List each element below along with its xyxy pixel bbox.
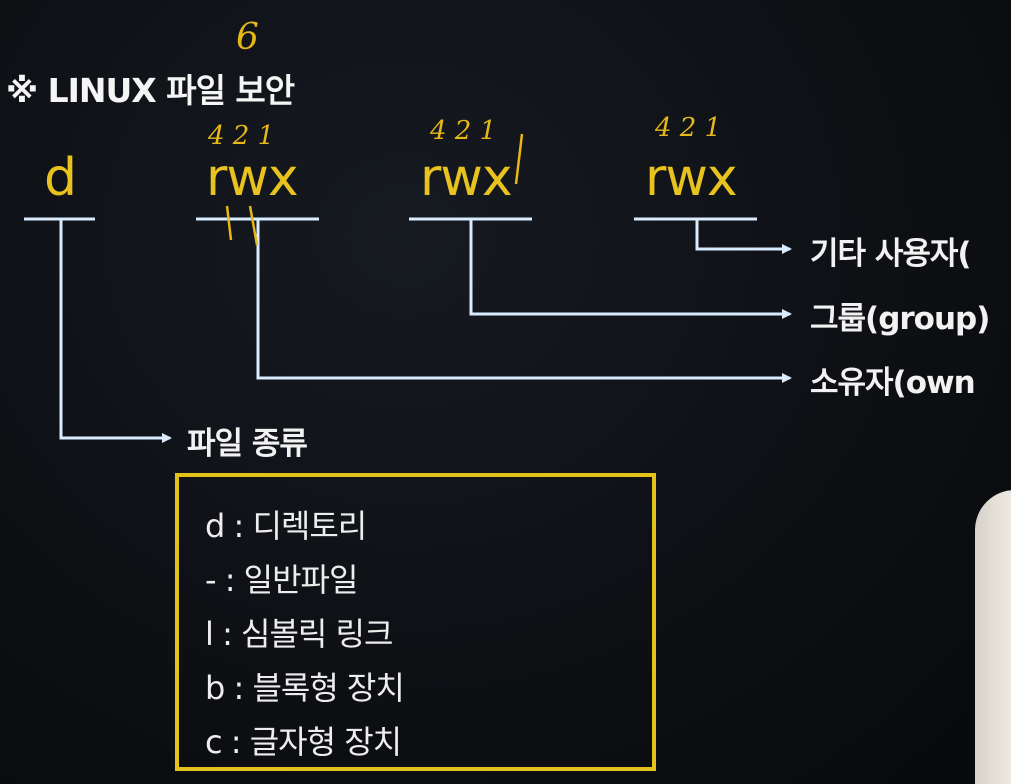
presenter-silhouette bbox=[975, 490, 1011, 784]
label-group: 그룹(group) bbox=[810, 301, 990, 337]
handwritten-tick-group bbox=[514, 133, 524, 185]
legend-item-regular-file: - : 일반파일 bbox=[205, 561, 358, 599]
label-others: 기타 사용자( bbox=[810, 236, 972, 272]
file-type-legend: d : 디렉토리 - : 일반파일 l : 심볼릭 링크 b : 블록형 장치 … bbox=[175, 473, 656, 771]
connector-owner bbox=[256, 219, 792, 383]
connector-file-type bbox=[59, 219, 172, 443]
file-type-char: d bbox=[44, 148, 77, 208]
legend-item-block-device: b : 블록형 장치 bbox=[205, 669, 405, 707]
legend-item-symlink: l : 심볼릭 링크 bbox=[205, 615, 393, 653]
owner-total-annotation: 6 bbox=[236, 17, 259, 58]
group-weights-annotation: 4 2 1 bbox=[430, 116, 497, 146]
handwritten-tick-owner bbox=[225, 205, 259, 246]
connector-group bbox=[469, 219, 792, 319]
legend-item-directory: d : 디렉토리 bbox=[205, 507, 367, 545]
label-file-type: 파일 종류 bbox=[187, 426, 308, 462]
others-weights-annotation: 4 2 1 bbox=[655, 113, 722, 143]
owner-permissions: rwx bbox=[206, 148, 299, 208]
legend-item-char-device: c : 글자형 장치 bbox=[205, 723, 402, 761]
group-permissions: rwx bbox=[420, 148, 513, 208]
label-owner: 소유자(own bbox=[810, 365, 976, 401]
connector-others bbox=[695, 219, 792, 254]
page-title: ※ LINUX 파일 보안 bbox=[6, 71, 295, 110]
owner-weights-annotation: 4 2 1 bbox=[208, 121, 275, 151]
others-permissions: rwx bbox=[645, 148, 738, 208]
